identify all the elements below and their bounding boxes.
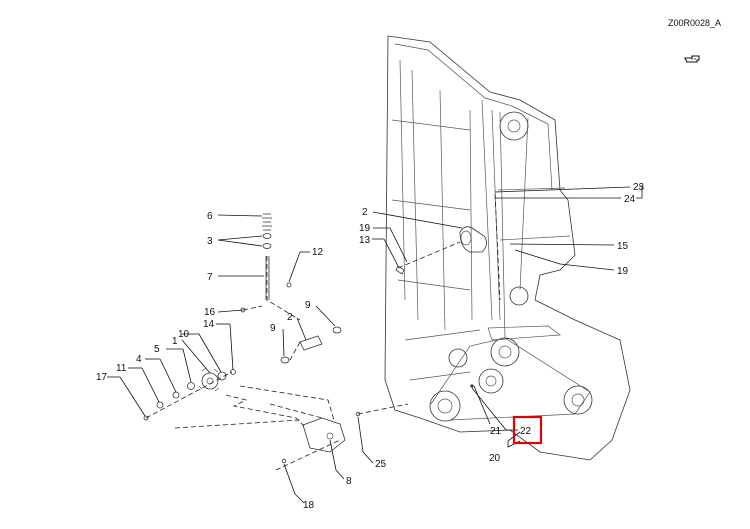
ref-label[interactable]: 14: [203, 319, 215, 330]
figure-code: Z00R0028_A: [668, 18, 721, 28]
bracket-parts: [143, 307, 361, 464]
frame-side-panel: [384, 35, 631, 461]
ref-label[interactable]: 4: [136, 354, 142, 365]
ref-label[interactable]: 2: [287, 312, 293, 323]
ref-label[interactable]: 13: [359, 235, 371, 246]
ref-label[interactable]: 15: [617, 241, 629, 252]
ref-label[interactable]: 17: [96, 372, 108, 383]
ref-label[interactable]: 24: [624, 194, 636, 205]
ref-label[interactable]: 23: [633, 182, 645, 193]
assembly-lines: [145, 193, 501, 471]
ref-label[interactable]: 20: [489, 453, 501, 464]
ref-label[interactable]: 8: [346, 476, 352, 487]
ref-label[interactable]: 21: [490, 426, 502, 437]
ref-label[interactable]: 6: [207, 211, 213, 222]
ref-label[interactable]: 3: [207, 236, 213, 247]
ref-label[interactable]: 19: [359, 223, 371, 234]
ref-label[interactable]: 1: [172, 336, 178, 347]
highlight-box: [512, 415, 543, 445]
reference-labels: 6 3 7 12 16 2 9 9 14 10 1 5 4 11 17 18 8…: [96, 182, 645, 511]
ref-label[interactable]: 16: [204, 307, 216, 318]
ref-label[interactable]: 7: [207, 272, 213, 283]
ref-label-highlighted[interactable]: 22: [520, 426, 532, 437]
ref-label[interactable]: 5: [154, 344, 160, 355]
tensioner-roller: [395, 226, 487, 275]
ref-label[interactable]: 19: [617, 266, 629, 277]
ref-label[interactable]: 12: [312, 247, 324, 258]
ref-label[interactable]: 18: [303, 500, 315, 511]
ref-label[interactable]: 9: [305, 300, 311, 311]
hand-pointer-icon[interactable]: [684, 55, 700, 63]
leader-lines: [107, 185, 643, 504]
ref-label[interactable]: 9: [270, 323, 276, 334]
spring-assembly: [262, 213, 292, 300]
ref-label[interactable]: 10: [178, 329, 190, 340]
ref-label[interactable]: 2: [362, 207, 368, 218]
ref-label[interactable]: 25: [375, 459, 387, 470]
ref-label[interactable]: 11: [116, 363, 127, 374]
